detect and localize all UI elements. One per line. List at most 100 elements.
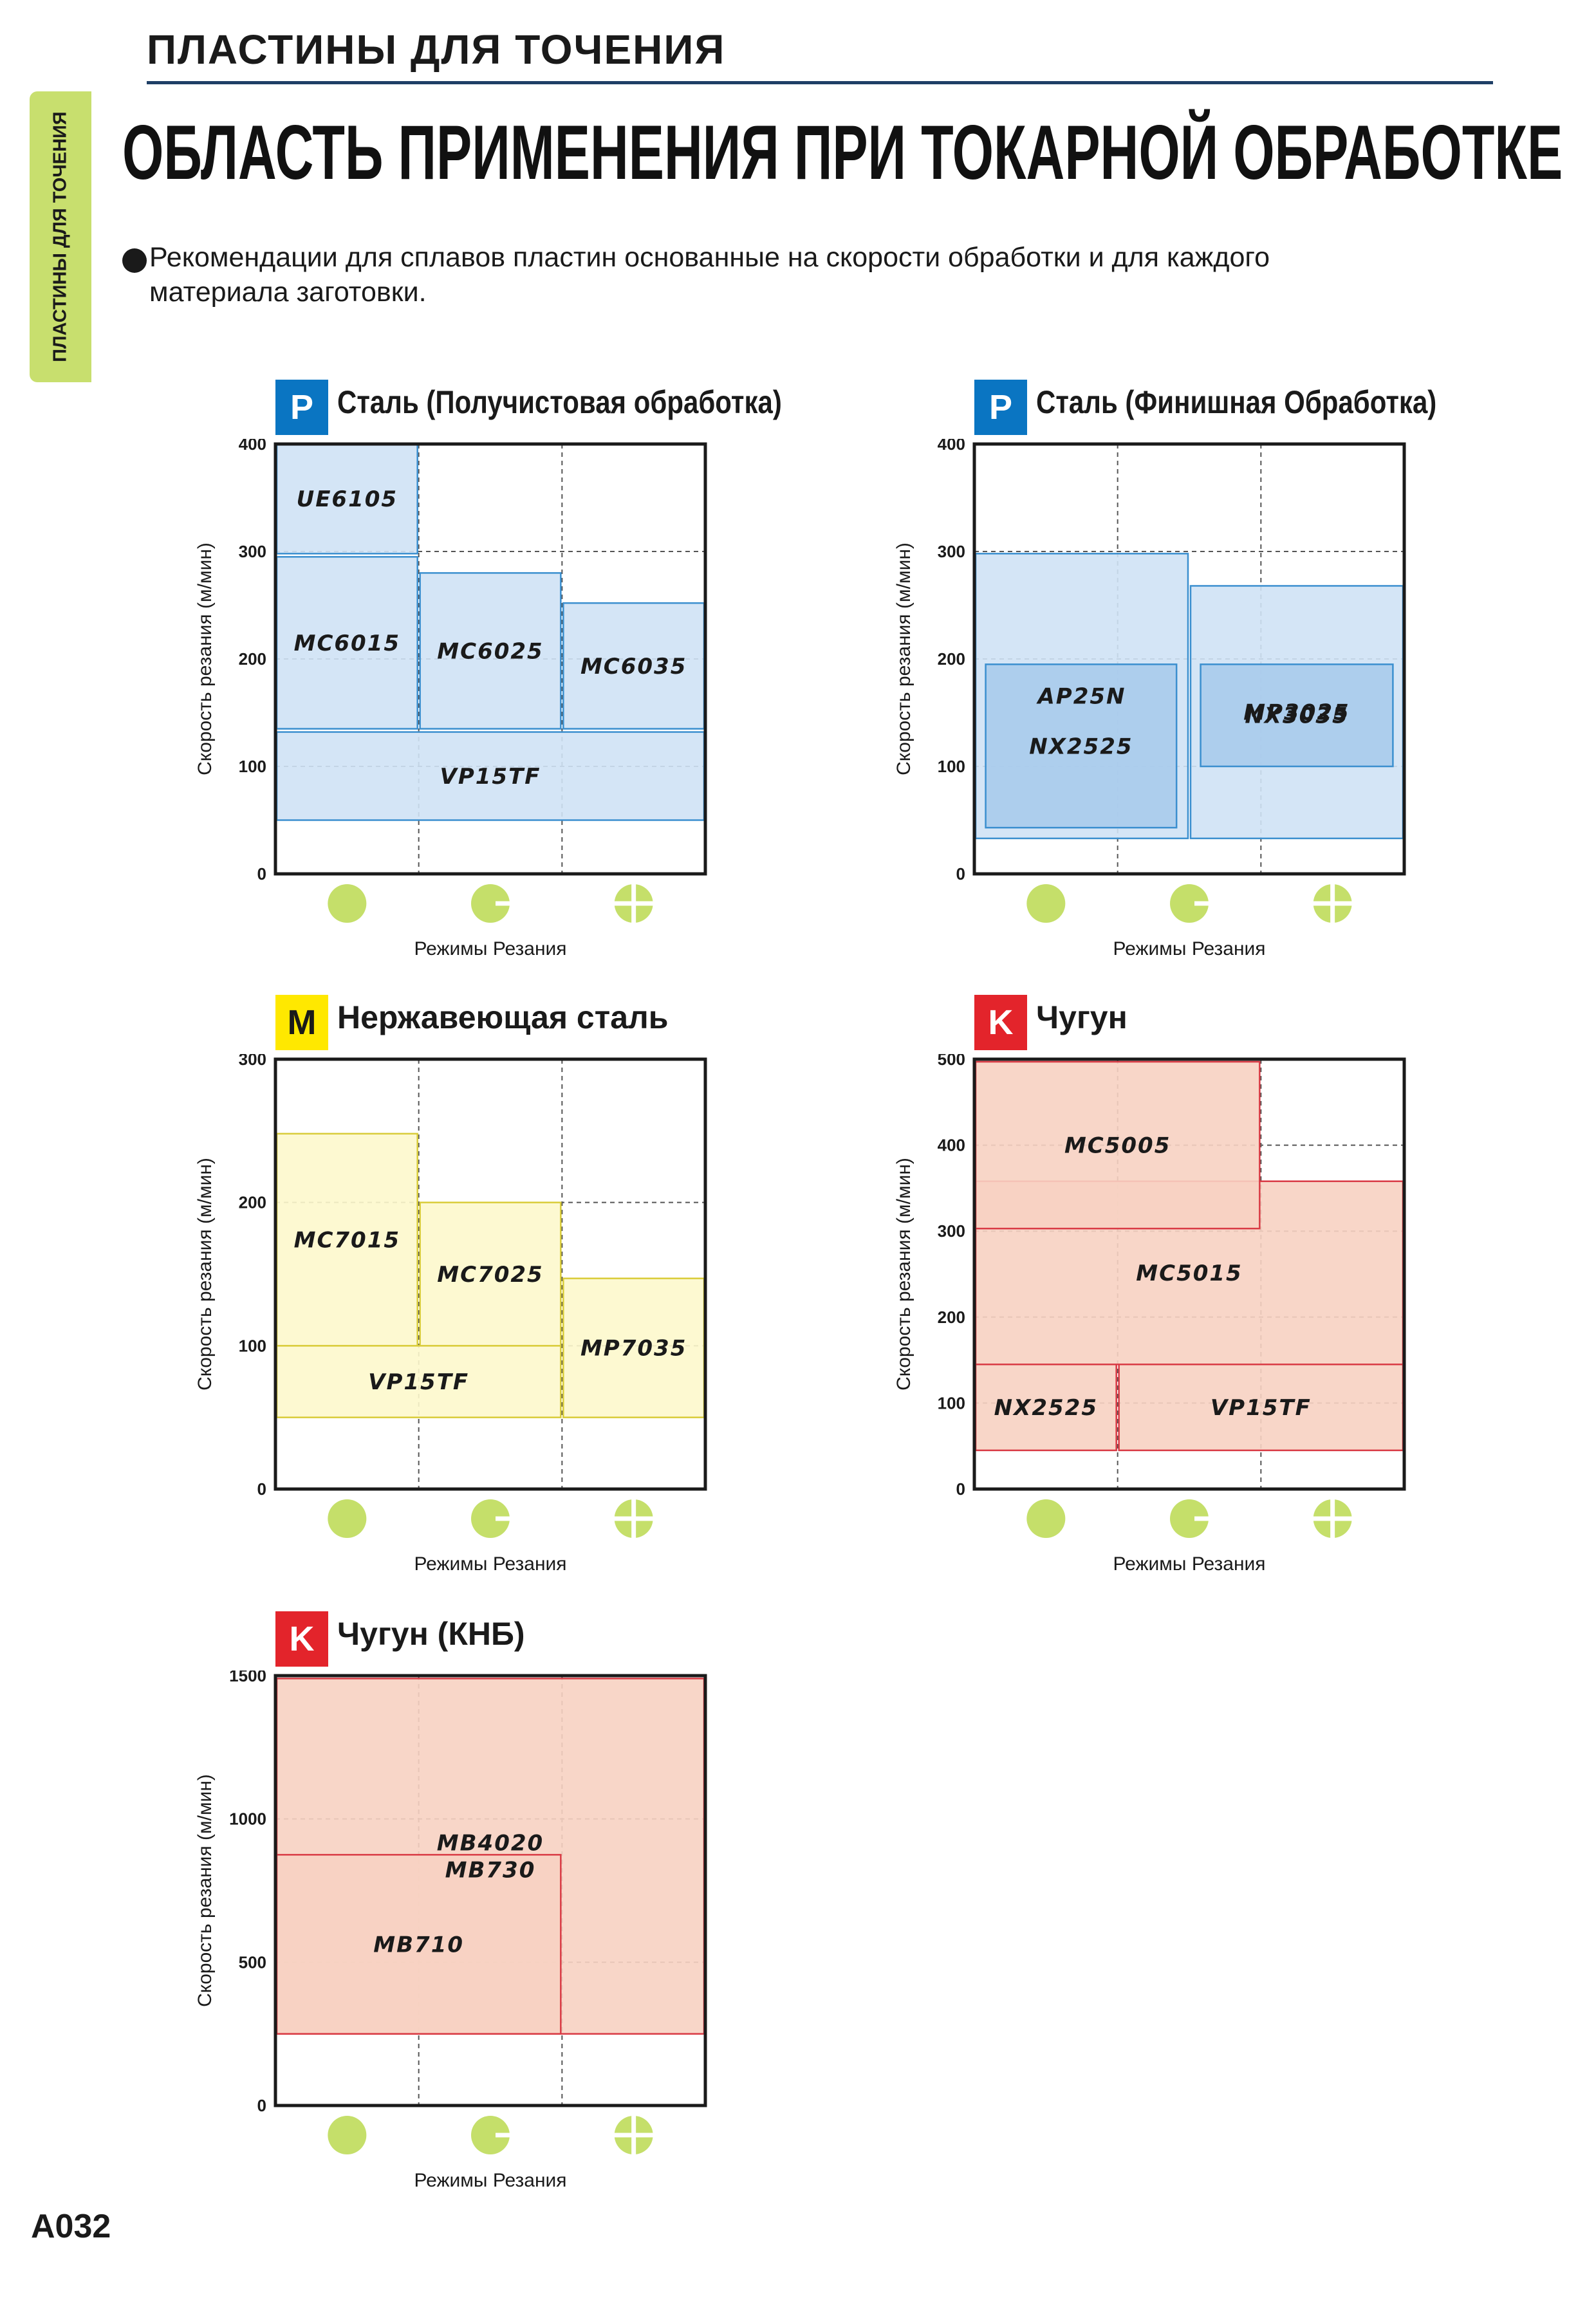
grade-label: MC6035 bbox=[580, 654, 687, 680]
y-tick-label: 0 bbox=[956, 864, 965, 884]
y-tick-label: 200 bbox=[938, 1308, 965, 1327]
y-tick-label: 0 bbox=[257, 1479, 266, 1499]
grade-region bbox=[419, 1201, 562, 1347]
light-interrupted-cut-icon bbox=[471, 1499, 511, 1538]
y-tick-label: 400 bbox=[938, 1136, 965, 1155]
y-tick-label: 300 bbox=[938, 542, 965, 561]
section-header: ПЛАСТИНЫ ДЛЯ ТОЧЕНИЯ bbox=[147, 26, 726, 73]
grade-label: VP15TF bbox=[1211, 1395, 1312, 1421]
y-tick-label: 100 bbox=[938, 1393, 965, 1412]
chart-title: Чугун bbox=[1036, 999, 1127, 1035]
grade-label: MC7025 bbox=[437, 1262, 543, 1288]
grade-label: MC6025 bbox=[437, 638, 543, 664]
y-axis-label: Скорость резания (м/мин) bbox=[194, 1774, 216, 2007]
icon-notch bbox=[1194, 1516, 1210, 1521]
grade-region bbox=[974, 1060, 1261, 1230]
y-tick-label: 0 bbox=[956, 1479, 965, 1499]
x-axis-label: Режимы Резания bbox=[414, 938, 566, 959]
y-axis-label: Скорость резания (м/мин) bbox=[194, 1158, 216, 1391]
y-axis-label: Скорость резания (м/мин) bbox=[893, 1158, 914, 1391]
grade-region bbox=[985, 663, 1178, 829]
header-divider bbox=[147, 81, 1493, 84]
y-tick-label: 1500 bbox=[229, 1671, 266, 1685]
grade-label: MB4020 bbox=[437, 1831, 544, 1856]
icon-notch bbox=[613, 2133, 654, 2138]
y-tick-label: 0 bbox=[257, 864, 266, 884]
grade-label: MC5015 bbox=[1136, 1261, 1242, 1286]
chart-title: Нержавеющая сталь bbox=[337, 999, 669, 1035]
heavy-interrupted-cut-icon bbox=[613, 883, 654, 924]
grade-label: MC5005 bbox=[1064, 1133, 1171, 1159]
light-interrupted-cut-icon bbox=[471, 884, 511, 923]
icon-disc bbox=[471, 884, 510, 923]
icon-disc bbox=[328, 2116, 367, 2154]
y-tick-label: 300 bbox=[239, 542, 266, 561]
grade-label: MC7015 bbox=[294, 1228, 400, 1254]
grade-region bbox=[562, 1277, 705, 1418]
continuous-cut-icon bbox=[328, 2116, 367, 2154]
light-interrupted-cut-icon bbox=[1170, 1499, 1210, 1538]
icon-disc bbox=[471, 1499, 510, 1538]
grade-region bbox=[275, 1345, 562, 1418]
material-badge-k: K bbox=[275, 1611, 328, 1667]
grade-region bbox=[1200, 663, 1394, 768]
y-tick-label: 300 bbox=[938, 1221, 965, 1241]
continuous-cut-icon bbox=[328, 884, 367, 923]
grade-label: VP15TF bbox=[368, 1369, 469, 1395]
y-tick-label: 400 bbox=[938, 439, 965, 454]
grade-label: MP7035 bbox=[580, 1336, 687, 1362]
continuous-cut-icon bbox=[1026, 884, 1066, 923]
icon-disc bbox=[1170, 884, 1209, 923]
chart-title: Чугун (КНБ) bbox=[337, 1616, 525, 1652]
chart-plot: AP25NMP3025NX2525NX30350100200300400Скор… bbox=[893, 439, 1406, 959]
grade-label: AP25N bbox=[1035, 684, 1126, 710]
heavy-interrupted-cut-icon bbox=[613, 1498, 654, 1539]
icon-notch bbox=[613, 1516, 654, 1521]
y-tick-label: 100 bbox=[239, 1336, 266, 1355]
y-tick-label: 500 bbox=[938, 1054, 965, 1069]
grade-region bbox=[275, 1133, 418, 1347]
material-badge-m: M bbox=[275, 995, 328, 1050]
x-axis-label: Режимы Резания bbox=[414, 1553, 566, 1575]
page-title: ОБЛАСТЬ ПРИМЕНЕНИЯ ПРИ ТОКАРНОЙ ОБРАБОТК… bbox=[122, 109, 1563, 196]
grade-label: VP15TF bbox=[440, 764, 541, 790]
grade-region bbox=[275, 443, 418, 555]
plot-frame bbox=[274, 1674, 707, 2107]
grade-label: MB710 bbox=[373, 1932, 464, 1958]
chart-title: Сталь (Финишная Обработка) bbox=[1036, 384, 1437, 420]
icon-notch bbox=[1194, 901, 1210, 906]
grade-region bbox=[275, 556, 418, 730]
icon-disc bbox=[328, 884, 367, 923]
x-axis-label: Режимы Резания bbox=[414, 2170, 566, 2191]
heavy-interrupted-cut-icon bbox=[1312, 883, 1353, 924]
intro-text-line-1: Рекомендации для сплавов пластин основан… bbox=[149, 242, 1270, 273]
heavy-interrupted-cut-icon bbox=[613, 2115, 654, 2156]
heavy-interrupted-cut-icon bbox=[1312, 1498, 1353, 1539]
light-interrupted-cut-icon bbox=[471, 2116, 511, 2154]
icon-disc bbox=[1026, 884, 1066, 923]
x-axis-label: Режимы Резания bbox=[1113, 938, 1265, 959]
intro-text-line-2: материала заготовки. bbox=[149, 277, 427, 308]
y-axis-label: Скорость резания (м/мин) bbox=[893, 542, 914, 775]
grade-label: NX2525 bbox=[994, 1395, 1098, 1421]
grade-label: MP3025 bbox=[1243, 700, 1350, 726]
page-number: A032 bbox=[31, 2208, 111, 2245]
continuous-cut-icon bbox=[328, 1499, 367, 1538]
y-tick-label: 200 bbox=[239, 1193, 266, 1212]
material-badge-p: P bbox=[974, 380, 1027, 435]
icon-disc bbox=[1026, 1499, 1066, 1538]
icon-notch bbox=[1312, 1516, 1353, 1521]
plot-frame bbox=[972, 1057, 1406, 1491]
icon-notch bbox=[496, 1516, 511, 1521]
side-section-tab: ПЛАСТИНЫ ДЛЯ ТОЧЕНИЯ bbox=[30, 91, 91, 382]
icon-notch bbox=[496, 2133, 511, 2138]
y-tick-label: 500 bbox=[239, 1952, 266, 1972]
y-tick-label: 300 bbox=[239, 1054, 266, 1069]
grade-region bbox=[562, 602, 705, 730]
side-tab-label: ПЛАСТИНЫ ДЛЯ ТОЧЕНИЯ bbox=[50, 111, 71, 362]
light-interrupted-cut-icon bbox=[1170, 884, 1210, 923]
grade-label: NX3035 bbox=[1245, 703, 1348, 729]
y-tick-label: 400 bbox=[239, 439, 266, 454]
y-tick-label: 0 bbox=[257, 2096, 266, 2115]
